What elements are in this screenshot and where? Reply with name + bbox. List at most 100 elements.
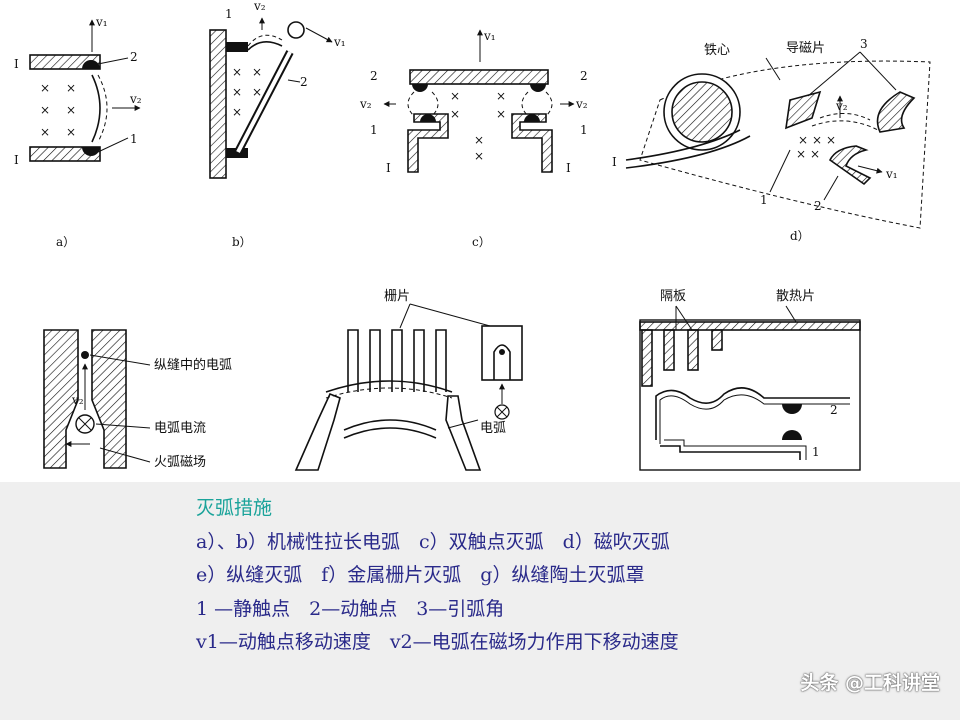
- svg-text:I: I: [612, 155, 617, 169]
- mounting-wall: [209, 29, 227, 179]
- svg-text:×: ×: [66, 81, 76, 95]
- svg-text:1: 1: [812, 445, 820, 459]
- moving-bridge: [409, 69, 549, 85]
- field-crosses-b: × × × × ×: [232, 65, 262, 119]
- field-crosses-c: × × × × × ×: [450, 89, 506, 163]
- arc-horn-right: [876, 91, 916, 133]
- sub-caption-b: b）: [232, 235, 252, 249]
- svg-text:×: ×: [450, 89, 460, 103]
- v2-label-a: v₂: [129, 92, 142, 106]
- guide-plate-outline: [639, 60, 931, 229]
- slot-wall-left: [43, 329, 79, 469]
- svg-text:×: ×: [474, 133, 484, 147]
- svg-text:×: ×: [810, 147, 820, 161]
- v1-label-a: v₁: [95, 15, 108, 29]
- static-contact-b: [226, 42, 248, 52]
- arc-label: 电弧: [480, 421, 506, 436]
- svg-text:I: I: [386, 161, 391, 175]
- svg-text:×: ×: [40, 81, 50, 95]
- grid-plate-detail: [481, 325, 523, 381]
- svg-text:I: I: [566, 161, 571, 175]
- moving-contact-d: [828, 145, 872, 186]
- svg-text:2: 2: [580, 69, 588, 83]
- caption-panel: 灭弧措施 a）、b）机械性拉长电弧 c）双触点灭弧 d）磁吹灭弧 e）纵缝灭弧 …: [0, 482, 960, 720]
- v1-label-d: v₁: [885, 167, 898, 181]
- panel-g: 隔板 散热片 2 1: [639, 289, 861, 471]
- current-label-top: I: [14, 57, 19, 71]
- caption-title: 灭弧措施: [196, 497, 273, 519]
- svg-text:2: 2: [814, 199, 822, 213]
- svg-text:×: ×: [232, 65, 242, 79]
- svg-text:×: ×: [450, 107, 460, 121]
- arc-quenching-figure: I I v₁ v₂ 2 1 ×× ×× ×× a） 1 v₂ v₁ 2 ×× ×…: [14, 0, 931, 471]
- arc-in-slot-label: 纵缝中的电弧: [154, 357, 232, 373]
- svg-text:×: ×: [40, 125, 50, 139]
- field-crosses-a: ×× ×× ××: [40, 81, 76, 139]
- sub-caption-a: a）: [56, 235, 75, 249]
- arc-path: [91, 74, 101, 143]
- caption-line-velocity-legend: v1—动触点移动速度 v2—电弧在磁场力作用下移动速度: [196, 631, 679, 653]
- iron-core-label: 铁心: [704, 43, 730, 58]
- arc-path-b: [247, 34, 283, 47]
- v2-label-d: v₂: [835, 99, 848, 113]
- svg-text:×: ×: [826, 133, 836, 147]
- caption-line-panels-e-g: e）纵缝灭弧 f）金属栅片灭弧 g）纵缝陶土灭弧罩: [196, 564, 645, 586]
- svg-text:2: 2: [300, 75, 308, 89]
- guide-plate-label: 导磁片: [786, 41, 825, 56]
- svg-text:×: ×: [66, 125, 76, 139]
- sub-caption-c: c）: [472, 235, 491, 249]
- svg-text:v₂: v₂: [359, 97, 372, 111]
- svg-text:×: ×: [232, 105, 242, 119]
- svg-text:×: ×: [474, 149, 484, 163]
- grid-plates: [347, 329, 447, 392]
- svg-text:1: 1: [370, 123, 378, 137]
- partition-1: [641, 329, 653, 387]
- watermark: 头条 @工科讲堂: [800, 672, 940, 694]
- svg-text:×: ×: [252, 85, 262, 99]
- v2-label-b: v₂: [253, 0, 266, 13]
- contact-arm-right: [445, 395, 482, 471]
- handle-knob: [287, 21, 305, 39]
- arc-horn-left: [785, 90, 822, 130]
- static-contact-left: [407, 113, 449, 173]
- static-contact: [82, 147, 100, 156]
- panel-d: 铁心 导磁片 3 I v₂ v₁ 1 2 ××× ×× d）: [612, 37, 931, 243]
- caption-line-panels-a-d: a）、b）机械性拉长电弧 c）双触点灭弧 d）磁吹灭弧: [196, 531, 670, 553]
- svg-text:×: ×: [232, 85, 242, 99]
- static-contact-right: [511, 113, 553, 173]
- arc-field-label: 火弧磁场: [154, 455, 206, 470]
- svg-text:1: 1: [225, 7, 233, 21]
- svg-text:×: ×: [812, 133, 822, 147]
- sub-caption-d: d）: [790, 229, 810, 243]
- field-crosses-d: ××× ××: [796, 133, 836, 161]
- arc-path-g: [655, 387, 850, 440]
- svg-text:1: 1: [760, 193, 768, 207]
- svg-text:×: ×: [252, 65, 262, 79]
- caption-line-part-legend: 1 —静触点 2—动触点 3—引弧角: [196, 598, 505, 620]
- svg-text:×: ×: [496, 89, 506, 103]
- contact-1-label-a: 1: [130, 132, 138, 146]
- svg-text:3: 3: [860, 37, 868, 51]
- grid-plates-label: 栅片: [384, 289, 410, 304]
- panel-b: 1 v₂ v₁ 2 ×× ×× × b）: [209, 0, 346, 249]
- arc-current-label: 电弧电流: [154, 421, 206, 436]
- panel-c: v₁ v₂ v₂ 2 2 1 1 I I ×× ×× ×× c）: [359, 29, 588, 249]
- heat-sink-label: 散热片: [776, 289, 815, 304]
- svg-text:×: ×: [496, 107, 506, 121]
- lower-conductor: [29, 146, 101, 162]
- svg-text:1: 1: [580, 123, 588, 137]
- panel-e: v₂ 纵缝中的电弧 电弧电流 火弧磁场: [43, 329, 232, 470]
- panel-a: I I v₁ v₂ 2 1 ×× ×× ×× a）: [14, 15, 142, 249]
- partition-label: 隔板: [660, 289, 686, 304]
- svg-text:v₂: v₂: [575, 97, 588, 111]
- figure-area: I I v₁ v₂ 2 1 ×× ×× ×× a） 1 v₂ v₁ 2 ×× ×…: [14, 0, 931, 471]
- current-label-bottom: I: [14, 153, 19, 167]
- svg-text:v₂: v₂: [71, 393, 84, 407]
- svg-text:×: ×: [796, 147, 806, 161]
- panel-f: 栅片 电弧: [294, 289, 523, 471]
- slot-wall-right: [91, 329, 127, 469]
- moving-contact: [82, 60, 100, 69]
- v1-label-c: v₁: [483, 29, 496, 43]
- upper-conductor: [29, 54, 101, 70]
- svg-text:×: ×: [40, 103, 50, 117]
